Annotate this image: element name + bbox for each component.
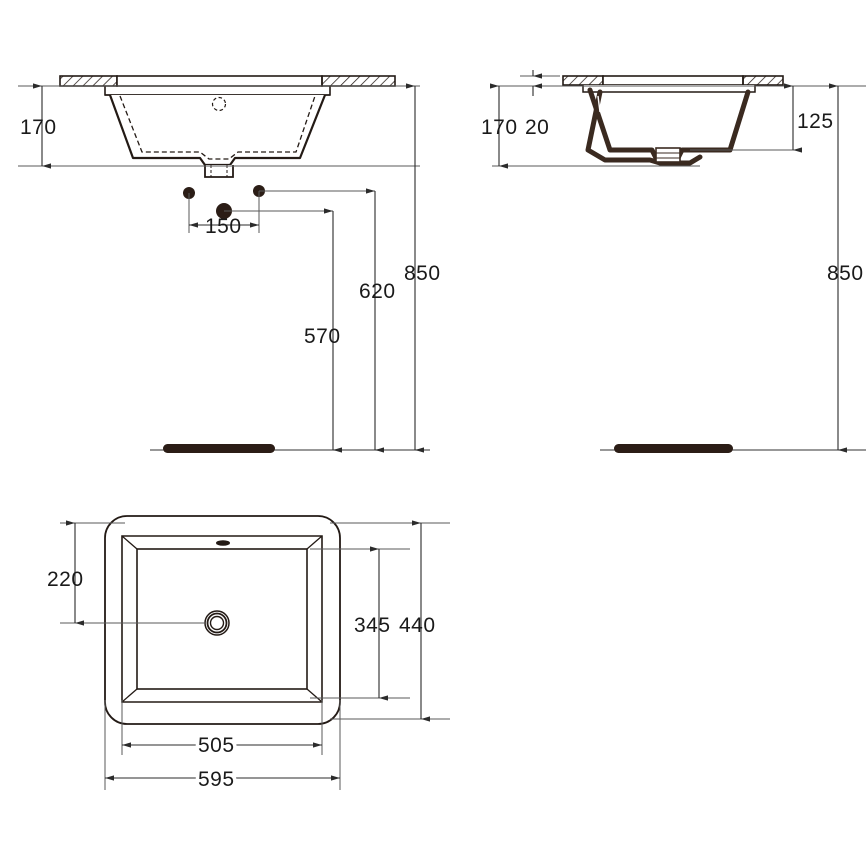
- side-basin-rim: [582, 85, 756, 93]
- front-basin-flange: [104, 86, 331, 96]
- plan-dim-345-label: 345: [354, 614, 391, 637]
- front-countertop: [59, 75, 396, 87]
- side-bowl-inner: [585, 89, 703, 166]
- front-dim-150-label: 150: [205, 215, 242, 238]
- countertop-left-hatch: [59, 75, 118, 87]
- front-dim-570-label: 570: [304, 325, 341, 348]
- side-floor-thick: [614, 444, 733, 453]
- front-dim-170-label: 170: [20, 116, 57, 139]
- side-dim-170-label: 170: [481, 116, 518, 139]
- plan-view: 220 345 440 505 595: [47, 515, 450, 795]
- plan-dim-595-label: 595: [198, 768, 235, 791]
- plan-dim-220-label: 220: [47, 568, 84, 591]
- side-countertop-right-hatch: [742, 75, 784, 86]
- plan-overflow-slot: [216, 540, 230, 546]
- countertop-right-hatch: [321, 75, 396, 87]
- front-drain-boss: [204, 165, 234, 178]
- front-bowl-hidden-inner: [119, 95, 316, 160]
- front-overflow-hole: [211, 96, 227, 112]
- side-countertop-center: [602, 75, 744, 86]
- front-bowl-outline: [108, 94, 327, 167]
- plan-dim-440-label: 440: [399, 614, 436, 637]
- plan-dim-505-label: 505: [198, 734, 235, 757]
- side-dim-850-label: 850: [827, 262, 864, 285]
- plan-drain-inner-ring: [209, 615, 225, 631]
- side-dim-20-label: 20: [525, 116, 549, 139]
- plan-bevel-bl: [121, 688, 138, 703]
- countertop-center: [116, 75, 323, 87]
- plan-bevel-tr: [306, 535, 323, 550]
- front-elevation-view: 170 150 570 620 850: [18, 75, 441, 453]
- side-drain-boss: [655, 147, 681, 163]
- side-dim-125-label: 125: [797, 110, 834, 133]
- front-dim-850-label: 850: [404, 262, 441, 285]
- side-elevation-view: 170 20 125 850: [481, 70, 866, 453]
- side-wall-highlight: [597, 95, 601, 113]
- plan-bevel-tl: [121, 535, 138, 550]
- side-countertop-left-hatch: [562, 75, 604, 86]
- plan-bevel-br: [306, 688, 323, 703]
- front-dim-620-label: 620: [359, 280, 396, 303]
- front-floor-thick: [163, 444, 275, 453]
